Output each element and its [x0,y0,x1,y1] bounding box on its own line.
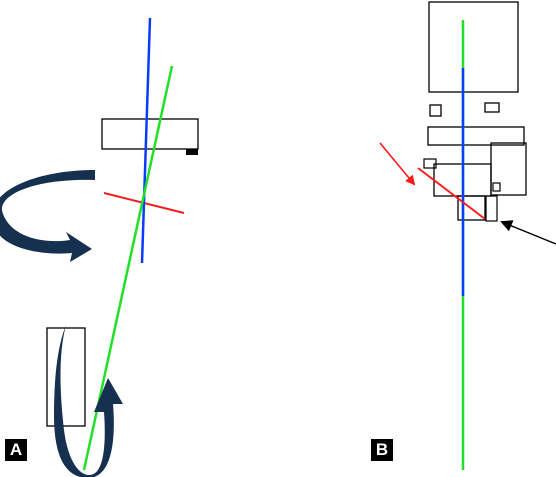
component-box-a-bottom [46,327,86,427]
component-square-b-right [484,102,500,113]
panel-label-b: B [371,439,393,461]
red-pointer-arrow-icon [379,142,416,186]
component-box-b-small [485,195,498,222]
panel-a: A [0,17,199,477]
component-box-b-right [490,142,527,196]
component-square-b-left [429,104,442,117]
component-box-a-top [101,118,199,150]
red-axis-b [417,167,486,220]
black-pointer-arrow-icon [500,220,556,245]
component-box-b-mid [427,126,525,146]
component-box-b-top [428,1,519,93]
panel-label-a: A [5,439,27,461]
blue-axis-a [140,17,152,264]
component-tab-a [186,149,198,155]
panel-b: B [371,1,556,470]
u-turn-rotation-arrow-icon [54,325,123,477]
curved-rotation-arrow-icon [0,170,95,262]
component-box-b-lower [457,195,486,221]
component-box-b-right-inner [492,182,501,192]
